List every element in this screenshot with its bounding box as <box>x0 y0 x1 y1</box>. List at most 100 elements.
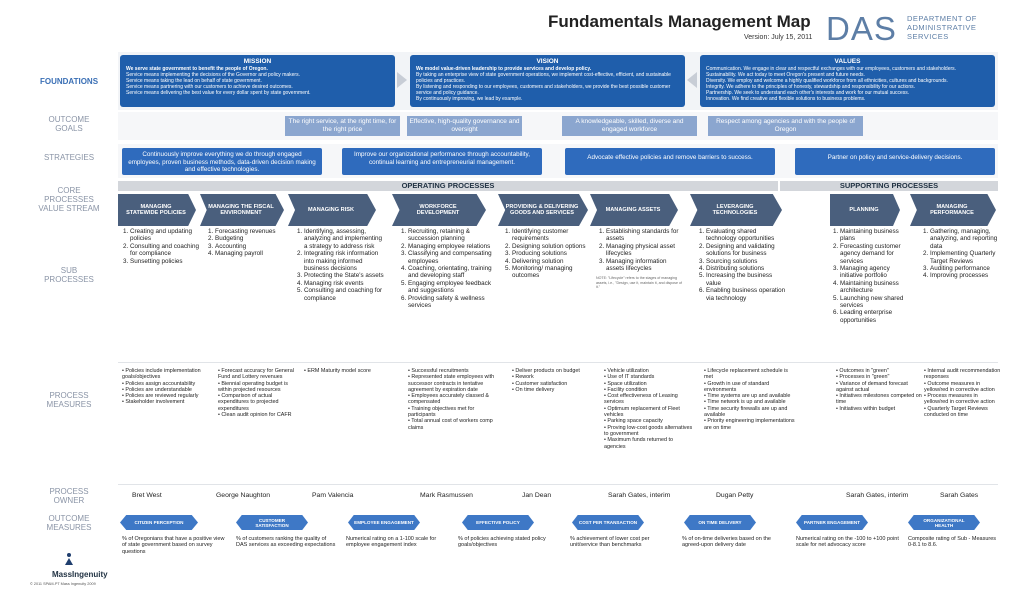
supporting-processes-bar: SUPPORTING PROCESSES <box>780 181 998 191</box>
sub-process-item: Managing agency initiative portfolio <box>840 265 914 280</box>
measure-item: Initiatives within budget <box>836 406 922 412</box>
sub-process-item: Consulting and coaching for compliance <box>130 243 202 258</box>
mission-item: Service means delivering the best value … <box>126 90 311 96</box>
measure-item: Priority engineering implementations are… <box>704 418 798 431</box>
label-line: PROCESSES <box>44 275 94 284</box>
das-logo: DAS <box>826 10 897 47</box>
measure-item: Process measures in yellow/red in correc… <box>924 393 1002 406</box>
label-line: CORE <box>57 186 81 195</box>
values-box: VALUES Communication. We engage in clear… <box>700 55 995 107</box>
measure-item: Optimum replacement of Fleet vehicles <box>604 406 696 419</box>
outcome-measure-tag: PARTNER ENGAGEMENT <box>796 515 868 530</box>
measure-item: Use of IT standards <box>604 374 696 380</box>
mission-item: Service means implementing the decisions… <box>126 72 300 78</box>
sub-process-item: Managing employee relations <box>408 243 496 250</box>
outcome-measure-tag: CITIZEN PERCEPTION <box>120 515 198 530</box>
arrow-right-icon <box>397 72 407 88</box>
sub-process-item: Creating and updating policies <box>130 228 202 243</box>
goal-box: The right service, at the right time, fo… <box>285 116 400 136</box>
divider <box>118 484 998 485</box>
sub-process-item: Designing solution options <box>512 243 592 250</box>
sub-process-item: Auditing performance <box>930 265 998 272</box>
sub-process-list: Recruiting, retaining & succession plann… <box>398 228 496 309</box>
outcome-measure-tag: ON TIME DELIVERY <box>684 515 756 530</box>
sub-process-list: Gathering, managing, analyzing, and repo… <box>920 228 998 280</box>
das-sub-line: ADMINISTRATIVE <box>907 23 977 32</box>
brand-name: MassIngenuity <box>52 570 108 579</box>
label-line: MEASURES <box>46 523 92 532</box>
measure-item: Customer satisfaction <box>512 381 596 387</box>
sub-process-item: Increasing the business value <box>706 272 788 287</box>
sub-process-item: Managing risk events <box>304 280 386 287</box>
lifecycle-note: NOTE: "Lifecycle" refers to the stages o… <box>596 276 682 290</box>
process-owner: Sarah Gates, interim <box>846 492 909 499</box>
outcome-measure: % achievement of lower cost per unit/ser… <box>570 536 650 549</box>
sub-process-item: Managing information assets lifecycles <box>606 258 684 273</box>
goal-box: A knowledgeable, skilled, diverse and en… <box>562 116 697 136</box>
version-label: Version: July 15, 2011 <box>744 34 813 41</box>
sub-process-list: Evaluating shared technology opportuniti… <box>696 228 788 302</box>
label-line: SUB <box>60 266 78 275</box>
sub-process-item: Coaching, orientating, training and deve… <box>408 265 496 280</box>
measure-item: Maximum funds returned to agencies <box>604 437 696 450</box>
sub-process-item: Managing payroll <box>215 250 289 257</box>
measure-item: Total annual cost of workers comp claims <box>408 418 500 431</box>
sub-process-item: Implementing Quarterly Target Reviews <box>930 250 998 265</box>
sub-process-list: Establishing standards for assets Managi… <box>596 228 684 290</box>
measure-item: Quarterly Target Reviews conducted on ti… <box>924 406 1002 419</box>
vision-intro: We model value-driven leadership to prov… <box>416 66 592 72</box>
measure-item: Variance of demand forecast against actu… <box>836 381 922 394</box>
measure-item: Rework <box>512 374 596 380</box>
measure-item: Internal audit recommendation responses <box>924 368 1002 381</box>
sub-process-item: Integrating risk information into making… <box>304 250 386 272</box>
outcome-measure-tag: EFFECTIVE POLICY <box>462 515 534 530</box>
measure-item: Employees accurately classed & compensat… <box>408 393 500 406</box>
measure-item: Space utilization <box>604 381 696 387</box>
process-chevron: MANAGING STATEWIDE POLICIES <box>118 194 196 226</box>
measure-item: Proving low-cost goods alternatives to g… <box>604 425 696 438</box>
measure-item: On time delivery <box>512 387 596 393</box>
vision-box: VISION We model value-driven leadership … <box>410 55 685 107</box>
measure-item: Deliver products on budget <box>512 368 596 374</box>
sub-process-item: Delivering solution <box>512 258 592 265</box>
process-owner: Bret West <box>132 492 162 499</box>
measure-item: Biennial operating budget is within proj… <box>218 381 300 394</box>
sub-process-item: Forecasting revenues <box>215 228 289 235</box>
process-chevron: MANAGING THE FISCAL ENVIRONMENT <box>200 194 284 226</box>
measure-item: Clean audit opinion for CAFR <box>218 412 300 418</box>
label-line: PROCESSES <box>44 195 94 204</box>
das-sub-line: DEPARTMENT OF <box>907 14 977 23</box>
values-item: Partnership. We seek to understand each … <box>706 90 910 96</box>
measure-item: Successful recruitments <box>408 368 500 374</box>
arrow-left-icon <box>687 72 697 88</box>
measure-item: Growth in use of standard environments <box>704 381 798 394</box>
process-owner: Jan Dean <box>522 492 552 499</box>
sub-process-item: Evaluating shared technology opportuniti… <box>706 228 788 243</box>
sub-process-item: Sunsetting policies <box>130 258 202 265</box>
process-chevron: LEVERAGING TECHNOLOGIES <box>690 194 782 226</box>
label-line: OWNER <box>53 496 85 505</box>
process-chevron: WORKFORCE DEVELOPMENT <box>392 194 486 226</box>
values-item: Diversity. We employ and welcome a highl… <box>706 78 948 84</box>
vision-item: By taking an enterprise view of state go… <box>416 72 671 84</box>
measure-item: Comparison of actual expenditures to pro… <box>218 393 300 412</box>
sub-process-item: Providing safety & wellness services <box>408 295 496 310</box>
process-chevron: MANAGING RISK <box>288 194 376 226</box>
sub-process-item: Classifying and compensating employees <box>408 250 496 265</box>
measure-item: ERM Maturity model score <box>304 368 394 374</box>
sub-process-item: Producing solutions <box>512 250 592 257</box>
process-owner: Mark Rasmussen <box>420 492 473 499</box>
sub-process-item: Gathering, managing, analyzing, and repo… <box>930 228 998 250</box>
measure-item: Stakeholder involvement <box>122 399 206 405</box>
sub-process-item: Forecasting customer agency demand for s… <box>840 243 914 265</box>
values-item: Communication. We engage in clear and re… <box>706 66 957 72</box>
values-item: Innovation. We find creative and flexibl… <box>706 96 866 102</box>
strategy-box: Partner on policy and service-delivery d… <box>795 148 995 175</box>
sub-process-item: Accounting <box>215 243 289 250</box>
outcome-measure: Composite rating of Sub - Measures 0-8.1… <box>908 536 997 549</box>
outcome-measure: Numerical rating on a 1-100 scale for em… <box>346 536 437 549</box>
strategy-box: Advocate effective policies and remove b… <box>565 148 775 175</box>
sub-process-item: Identifying, assessing, analyzing and im… <box>304 228 386 250</box>
